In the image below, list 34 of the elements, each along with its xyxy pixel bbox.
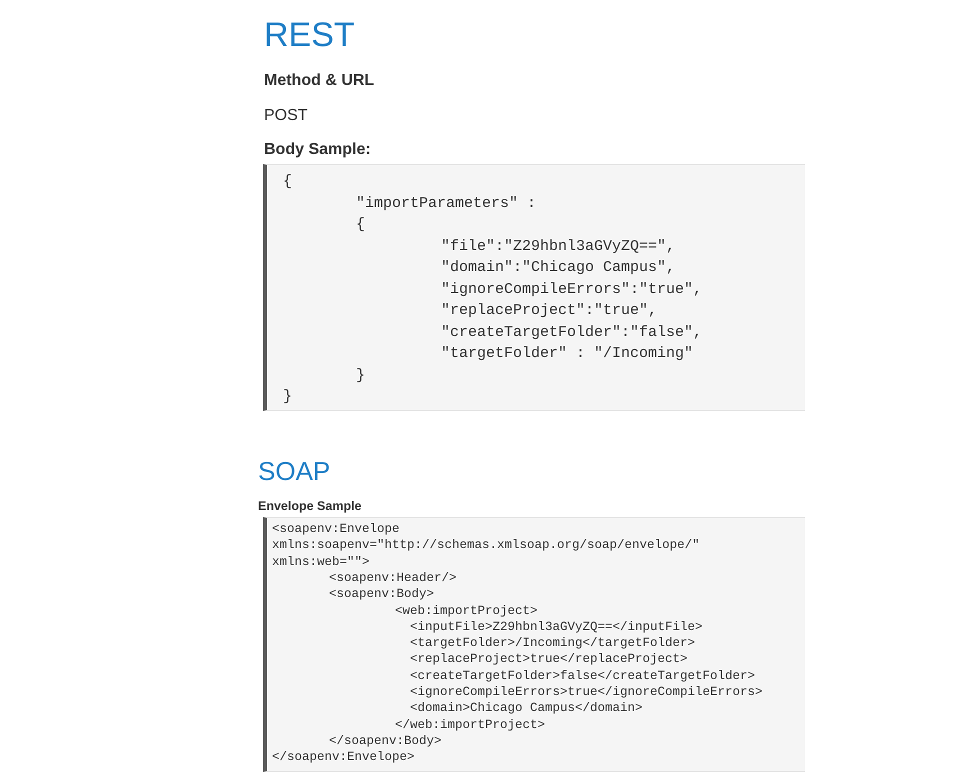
code-line: { [283,172,292,192]
code-line: </soapenv:Body> [329,732,442,750]
subheading: Body Sample: [264,141,371,159]
code-line: "domain":"Chicago Campus", [441,258,676,278]
code-line: </web:importProject> [395,716,546,733]
section-heading: REST [264,16,355,55]
code-line: "importParameters" : [356,194,536,214]
code-block [263,164,805,411]
code-line: "ignoreCompileErrors":"true", [441,280,702,300]
code-line: <web:importProject> [395,602,538,619]
request-line: POST [264,107,308,125]
subheading: Method & URL [264,72,374,90]
code-line: "file":"Z29hbnl3aGVyZQ==", [441,236,676,256]
code-line: <soapenv:Envelope [272,521,400,538]
code-line: { [356,215,366,235]
code-line: } [283,387,292,407]
code-line: <domain>Chicago Campus</domain> [410,700,643,717]
code-line: <replaceProject>true</replaceProject> [410,651,688,668]
code-line: <soapenv:Body> [329,586,434,602]
section-heading: SOAP [258,456,330,487]
code-block [263,517,805,772]
code-line: <inputFile>Z29hbnl3aGVyZQ==</inputFile> [410,618,703,636]
code-line: xmlns:web=""> [272,554,370,570]
code-line: xmlns:soapenv="http://schemas.xmlsoap.org/soap/envelope/" [272,537,700,554]
code-line: "createTargetFolder":"false", [441,322,702,342]
code-line: "replaceProject":"true", [441,301,658,321]
subheading: Envelope Sample [258,499,362,513]
code-line: </soapenv:Envelope> [272,749,415,766]
code-line: <createTargetFolder>false</createTargetFolder> [410,668,756,684]
code-line: "targetFolder" : "/Incoming" [441,344,694,364]
code-line: <ignoreCompileErrors>true</ignoreCompileErrors> [410,684,763,700]
code-line: <targetFolder>/Incoming</targetFolder> [410,635,696,652]
code-line: <soapenv:Header/> [329,570,457,586]
code-line: } [356,366,366,386]
